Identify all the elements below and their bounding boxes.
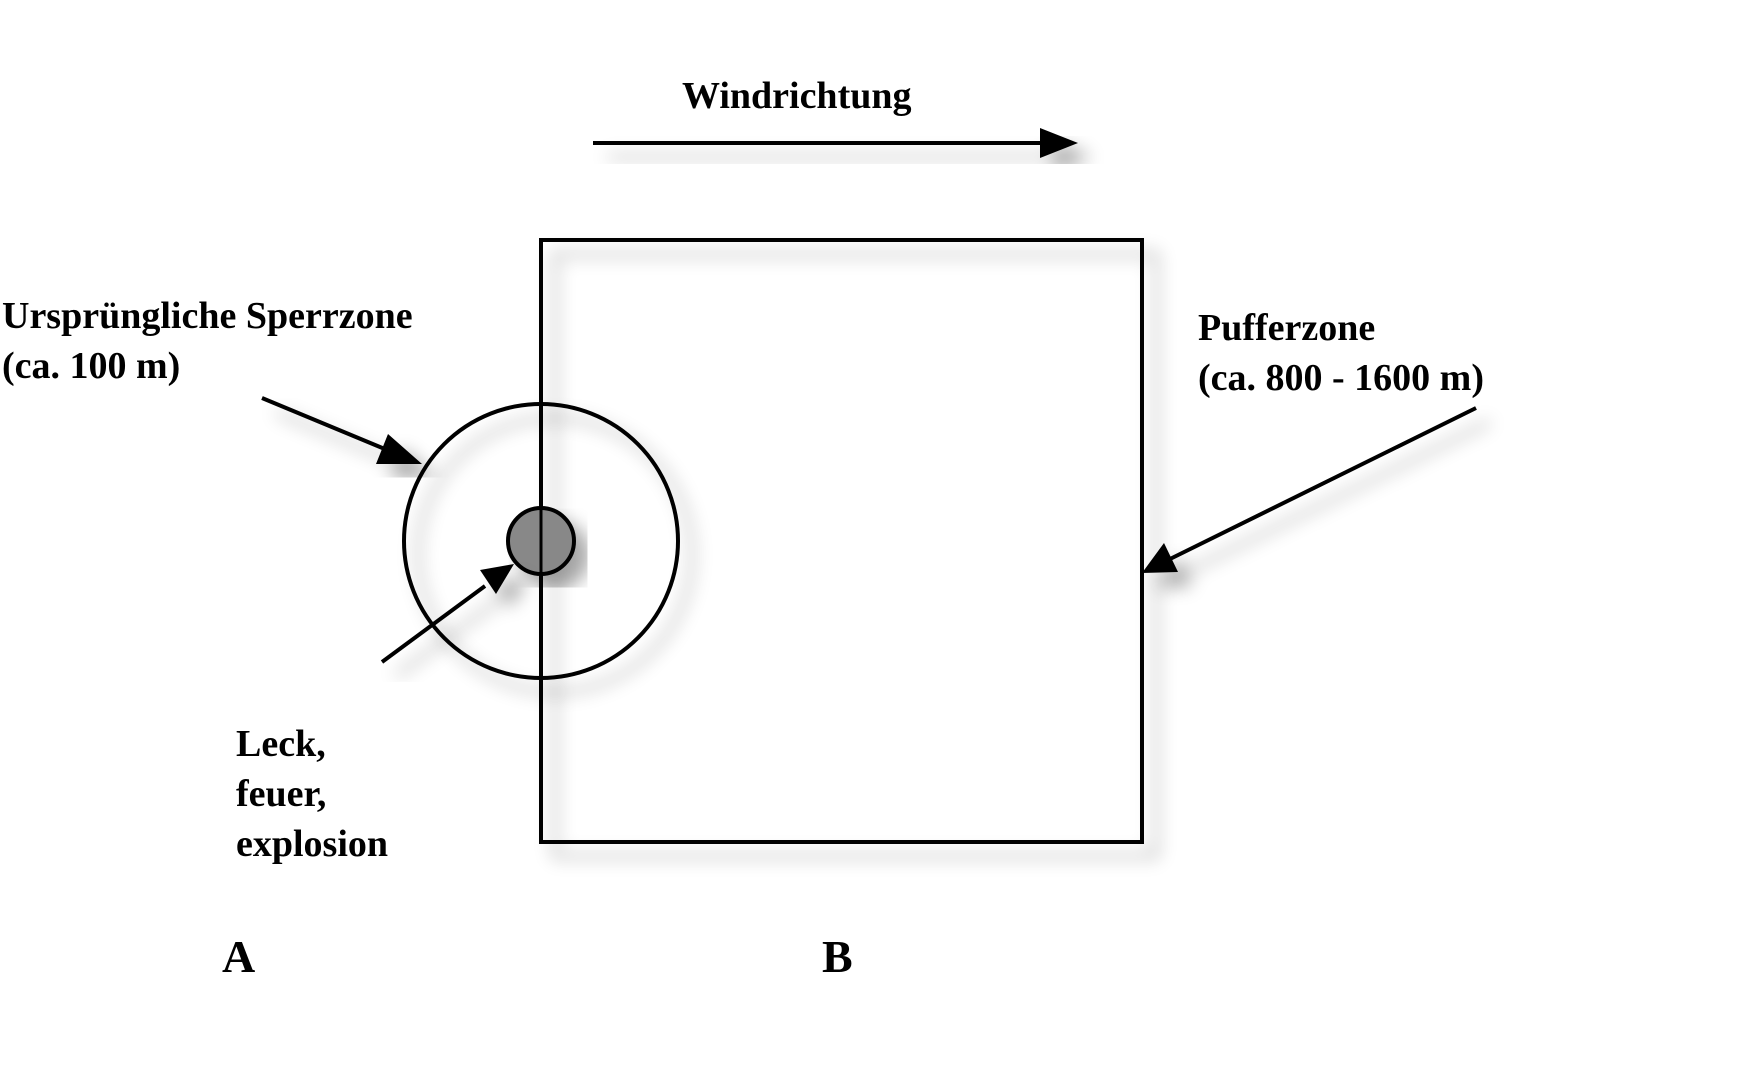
isolation-zone-label-line1: Ursprüngliche Sperrzone — [2, 295, 413, 337]
wind-direction-label: Windrichtung — [682, 75, 911, 117]
incident-label-line3: explosion — [236, 823, 388, 865]
region-a-label: A — [222, 931, 255, 982]
protective-zone-rectangle — [539, 238, 1144, 844]
incident-label-line2: feuer, — [236, 773, 326, 815]
protective-zone-pointer-arrow — [1142, 406, 1477, 573]
isolation-zone-label-line2: (ca. 100 m) — [2, 345, 180, 387]
incident-label-line1: Leck, — [236, 723, 326, 765]
incident-pointer-arrow — [380, 564, 514, 664]
isolation-zone-circle — [402, 402, 680, 680]
protective-zone-label-line1: Pufferzone — [1198, 307, 1375, 349]
protective-zone-label-line2: (ca. 800 - 1600 m) — [1198, 357, 1484, 399]
region-b-label: B — [822, 931, 853, 982]
wind-direction-arrow — [593, 128, 1078, 158]
isolation-zone-pointer-arrow — [261, 396, 422, 464]
